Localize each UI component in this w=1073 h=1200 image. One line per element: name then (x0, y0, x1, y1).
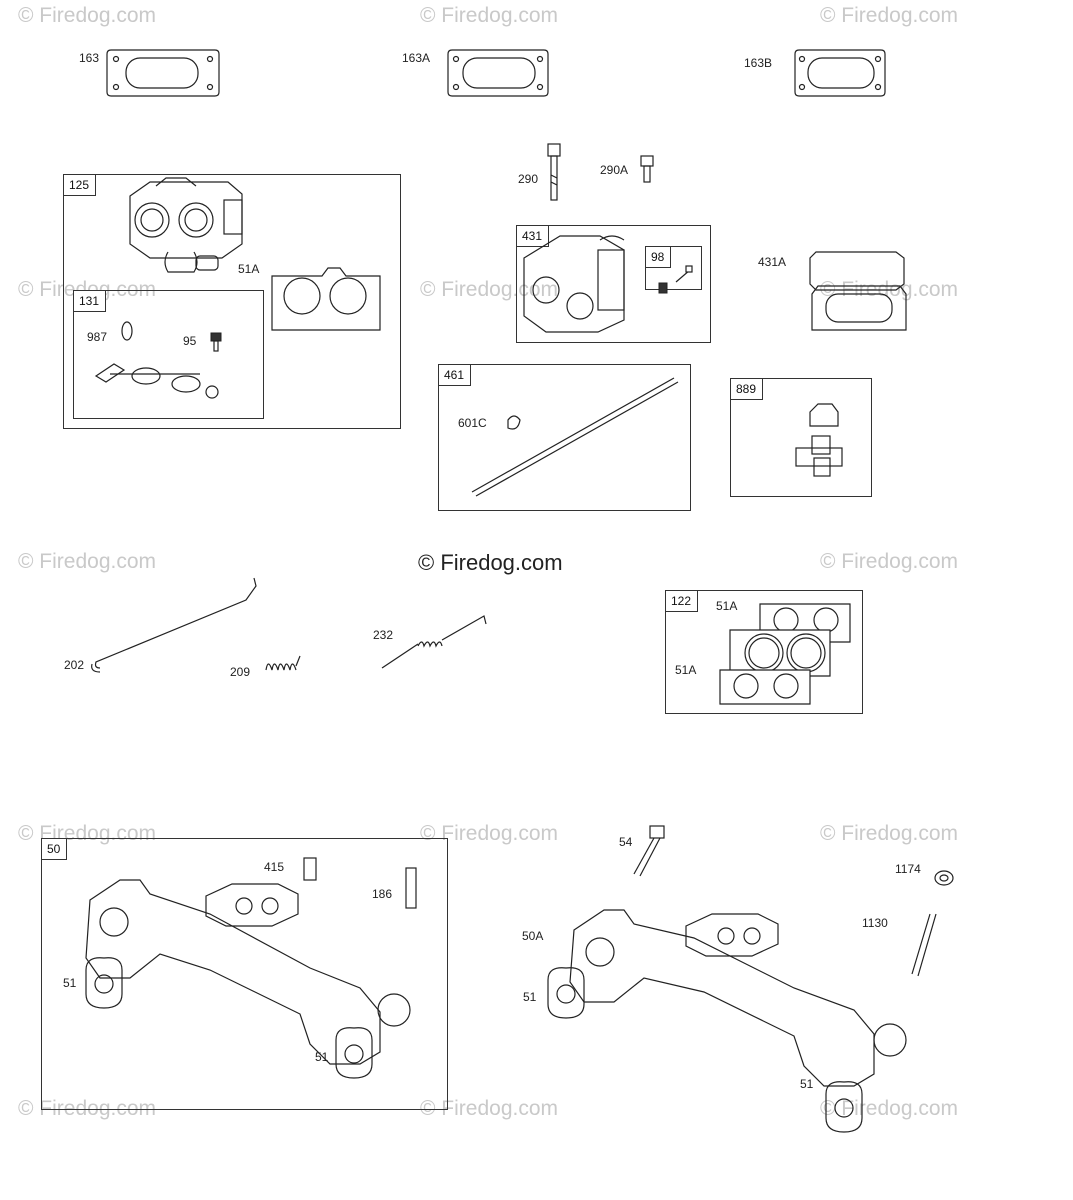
group-box-122: 122 (665, 590, 863, 714)
group-box-50: 50 (41, 838, 448, 1110)
carburetor (129, 177, 243, 273)
watermark: © Firedog.com (820, 822, 959, 845)
fitting-889 (795, 403, 843, 477)
watermark: © Firedog.com (18, 1097, 157, 1120)
part-label: 601C (458, 416, 487, 430)
gasket-51-right (547, 967, 863, 1133)
part-label: 163 (79, 51, 100, 65)
watermark: © Firedog.com (18, 550, 157, 573)
part-label: 1174 (895, 862, 921, 876)
part-label: 290A (600, 163, 629, 177)
part-label: 54 (619, 835, 633, 849)
group-tag: 431 (517, 226, 550, 247)
choke-parts (94, 321, 222, 399)
group-box-131: 131 (73, 290, 264, 419)
spring-209 (265, 655, 301, 671)
watermark: © Firedog.com (420, 1097, 559, 1120)
group-tag: 122 (666, 591, 699, 612)
gasket-51A-top (271, 267, 381, 331)
part-label: 415 (264, 860, 285, 874)
part-label: 51 (315, 1050, 329, 1064)
part-label: 163A (402, 51, 431, 65)
manifold-50 (85, 857, 417, 1065)
gasket-51 (85, 957, 373, 1079)
group-tag: 50 (42, 839, 68, 860)
part-label: 51A (675, 663, 697, 677)
group-box-431: 431 (516, 225, 711, 343)
group-tag: 889 (731, 379, 764, 400)
spring-232 (381, 615, 487, 669)
group-tag: 461 (439, 365, 472, 386)
gasket-set-122 (719, 603, 851, 705)
group-box-461: 461 (438, 364, 691, 511)
watermark: © Firedog.com (820, 1097, 959, 1120)
part-label: 51 (523, 990, 537, 1004)
adapter-431A (809, 251, 907, 331)
part-label: 209 (230, 665, 251, 679)
screw-98 (658, 265, 693, 294)
part-label: 51 (800, 1077, 814, 1091)
gasket-163B (794, 49, 886, 97)
group-box-889: 889 (730, 378, 872, 497)
manifold-50A (569, 909, 907, 1087)
stud-1130 (911, 913, 937, 977)
link-202 (91, 577, 257, 673)
group-tag: 98 (646, 247, 672, 268)
part-label: 202 (64, 658, 85, 672)
watermark: © Firedog.com (18, 278, 157, 301)
group-box-125: 125 (63, 174, 401, 429)
part-label: 51A (716, 599, 738, 613)
watermark: © Firedog.com (18, 4, 157, 27)
center-watermark: © Firedog.com (418, 550, 563, 575)
part-label: 51A (238, 262, 260, 276)
gasket-163A (447, 49, 549, 97)
part-label: 431A (758, 255, 787, 269)
gasket-163 (106, 49, 220, 97)
watermark: © Firedog.com (420, 4, 559, 27)
part-label: 232 (373, 628, 394, 642)
watermark: © Firedog.com (820, 550, 959, 573)
group-tag: 131 (74, 291, 107, 312)
adapter-431 (523, 235, 625, 333)
watermark: © Firedog.com (420, 822, 559, 845)
bolt-290A (640, 155, 654, 183)
part-label: 95 (183, 334, 197, 348)
bolt-54 (633, 825, 665, 877)
part-label: 987 (87, 330, 108, 344)
part-label: 186 (372, 887, 393, 901)
rod-461 (471, 377, 679, 497)
group-box-98: 98 (645, 246, 702, 290)
part-label: 290 (518, 172, 539, 186)
nut-1174 (934, 870, 954, 886)
bolt-290 (547, 143, 561, 201)
part-label: 50A (522, 929, 544, 943)
group-tag: 125 (64, 175, 97, 196)
part-label: 51 (63, 976, 77, 990)
watermark: © Firedog.com (820, 4, 959, 27)
part-label: 1130 (862, 916, 888, 930)
part-label: 163B (744, 56, 773, 70)
